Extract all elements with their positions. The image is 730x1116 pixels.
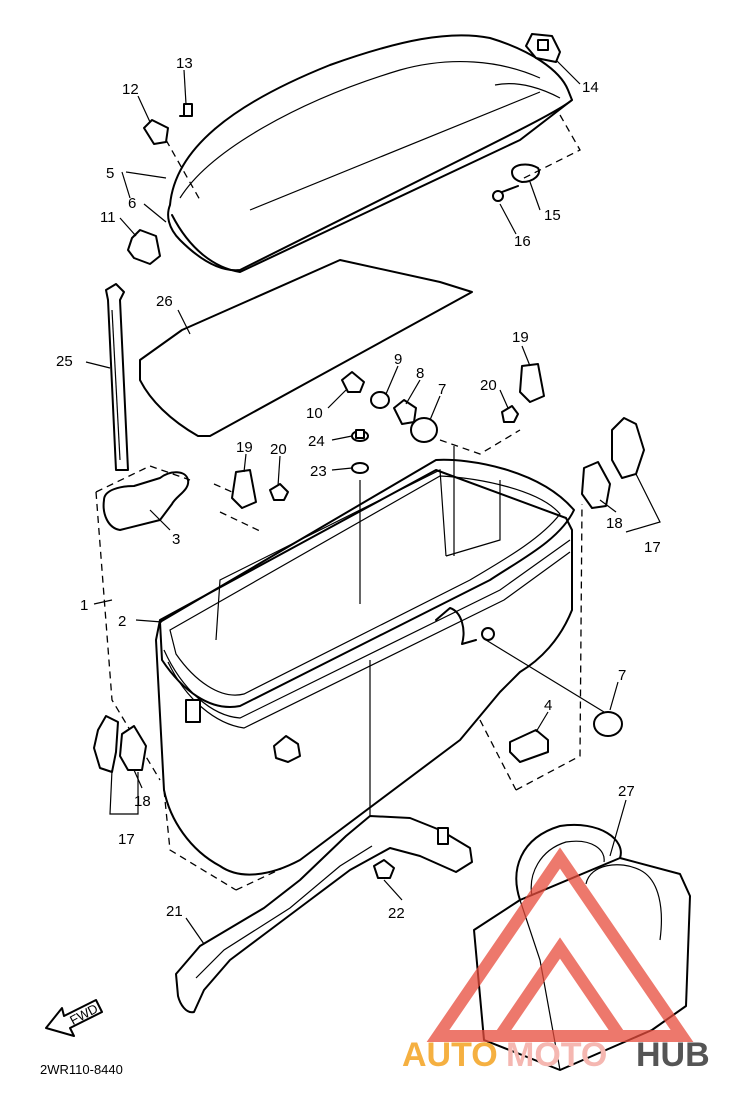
callout-21: 21	[166, 903, 183, 920]
callout-14: 14	[582, 79, 599, 96]
lid-part	[167, 34, 573, 273]
callout-5: 5	[106, 165, 114, 182]
callout-20-left: 20	[270, 441, 287, 458]
callout-6: 6	[128, 195, 136, 212]
callout-16: 16	[514, 233, 531, 250]
hinge-part-11	[127, 229, 161, 265]
washer-part-15	[511, 163, 540, 183]
strap-part-25	[105, 283, 129, 471]
callout-3: 3	[172, 531, 180, 548]
bolt-part-16	[492, 185, 519, 202]
washer-part-23	[351, 462, 369, 474]
callout-19-left: 19	[236, 439, 253, 456]
watermark-text-a: AUTO	[402, 1036, 498, 1074]
fwd-label: FWD	[67, 1001, 100, 1028]
watermark-text-b: MOTO	[506, 1036, 607, 1074]
callout-24: 24	[308, 433, 325, 450]
washer-part-9	[370, 391, 390, 409]
rail-part-21	[175, 815, 473, 1014]
callout-17-right: 17	[644, 539, 661, 556]
callout-7-lower: 7	[618, 667, 626, 684]
screw-part-24	[351, 429, 369, 442]
leader-lines	[85, 59, 661, 945]
watermark-text-c: HUB	[636, 1036, 710, 1074]
screw-part-13	[179, 103, 193, 117]
bracket-part-19-right	[519, 363, 545, 403]
callout-12: 12	[122, 81, 139, 98]
collar-part-8	[393, 399, 417, 425]
latch-assembly-left	[93, 715, 147, 773]
callout-15: 15	[544, 207, 561, 224]
fwd-arrow: FWD	[45, 999, 103, 1037]
bracket-part-19-left	[231, 469, 257, 509]
callout-7-upper: 7	[438, 381, 446, 398]
callout-13: 13	[176, 55, 193, 72]
callout-11: 11	[100, 209, 116, 226]
diagram-code: 2WR110-8440	[40, 1062, 123, 1077]
callout-9: 9	[394, 351, 402, 368]
callout-22: 22	[388, 905, 405, 922]
callout-2: 2	[118, 613, 126, 630]
watermark-logo	[426, 847, 694, 1042]
callout-25: 25	[56, 353, 73, 370]
spacer-part-22	[373, 859, 395, 879]
case-body-part-1	[155, 458, 575, 876]
callout-10: 10	[306, 405, 323, 422]
nut-part-20-right	[501, 405, 519, 423]
nut-part-20-left	[269, 483, 289, 501]
bumper-part-4	[509, 729, 549, 763]
pad-part-12	[143, 119, 169, 145]
callout-18-left: 18	[134, 793, 151, 810]
callout-1: 1	[80, 597, 88, 614]
callout-labels: 13 12 14 5 6 11 15 16 26 25 9 8 7 10 24 …	[56, 55, 661, 922]
callout-27: 27	[618, 783, 635, 800]
callout-17-left: 17	[118, 831, 135, 848]
callout-18-right: 18	[606, 515, 623, 532]
rivet-part-10	[341, 371, 365, 393]
callout-19-right: 19	[512, 329, 529, 346]
latch-assembly-right	[581, 417, 645, 509]
latch-part-14	[525, 33, 561, 63]
grommet-part-7-upper	[410, 417, 438, 443]
callout-4: 4	[544, 697, 552, 714]
callout-8: 8	[416, 365, 424, 382]
grommet-part-7-lower	[593, 711, 623, 737]
liner-part-26	[139, 259, 473, 437]
plate-part-3	[102, 471, 190, 531]
callout-20-right: 20	[480, 377, 497, 394]
callout-26: 26	[156, 293, 173, 310]
callout-23: 23	[310, 463, 327, 480]
